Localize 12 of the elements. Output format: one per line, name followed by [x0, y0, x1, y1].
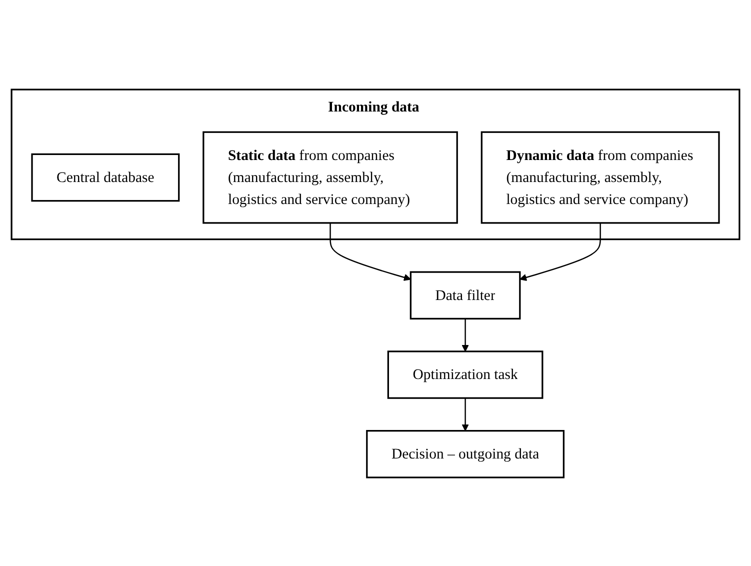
node-box [410, 270, 521, 319]
node-box [31, 152, 180, 202]
arrow [462, 318, 469, 352]
node-box [202, 130, 458, 224]
arrow [330, 222, 411, 280]
node-box [480, 130, 720, 224]
cluster [10, 88, 740, 240]
node-box [366, 429, 565, 478]
node-box [387, 350, 544, 398]
arrow [462, 398, 469, 431]
arrow [520, 222, 601, 280]
flowchart: Incoming data Central database Static data from companies (manufacturing, assembly, logistics and service company) Dynamic data from companies (manufacturing, assembly, logistics and service company) Data filter Optimization task Decision – outgoing data [5, 82, 746, 484]
